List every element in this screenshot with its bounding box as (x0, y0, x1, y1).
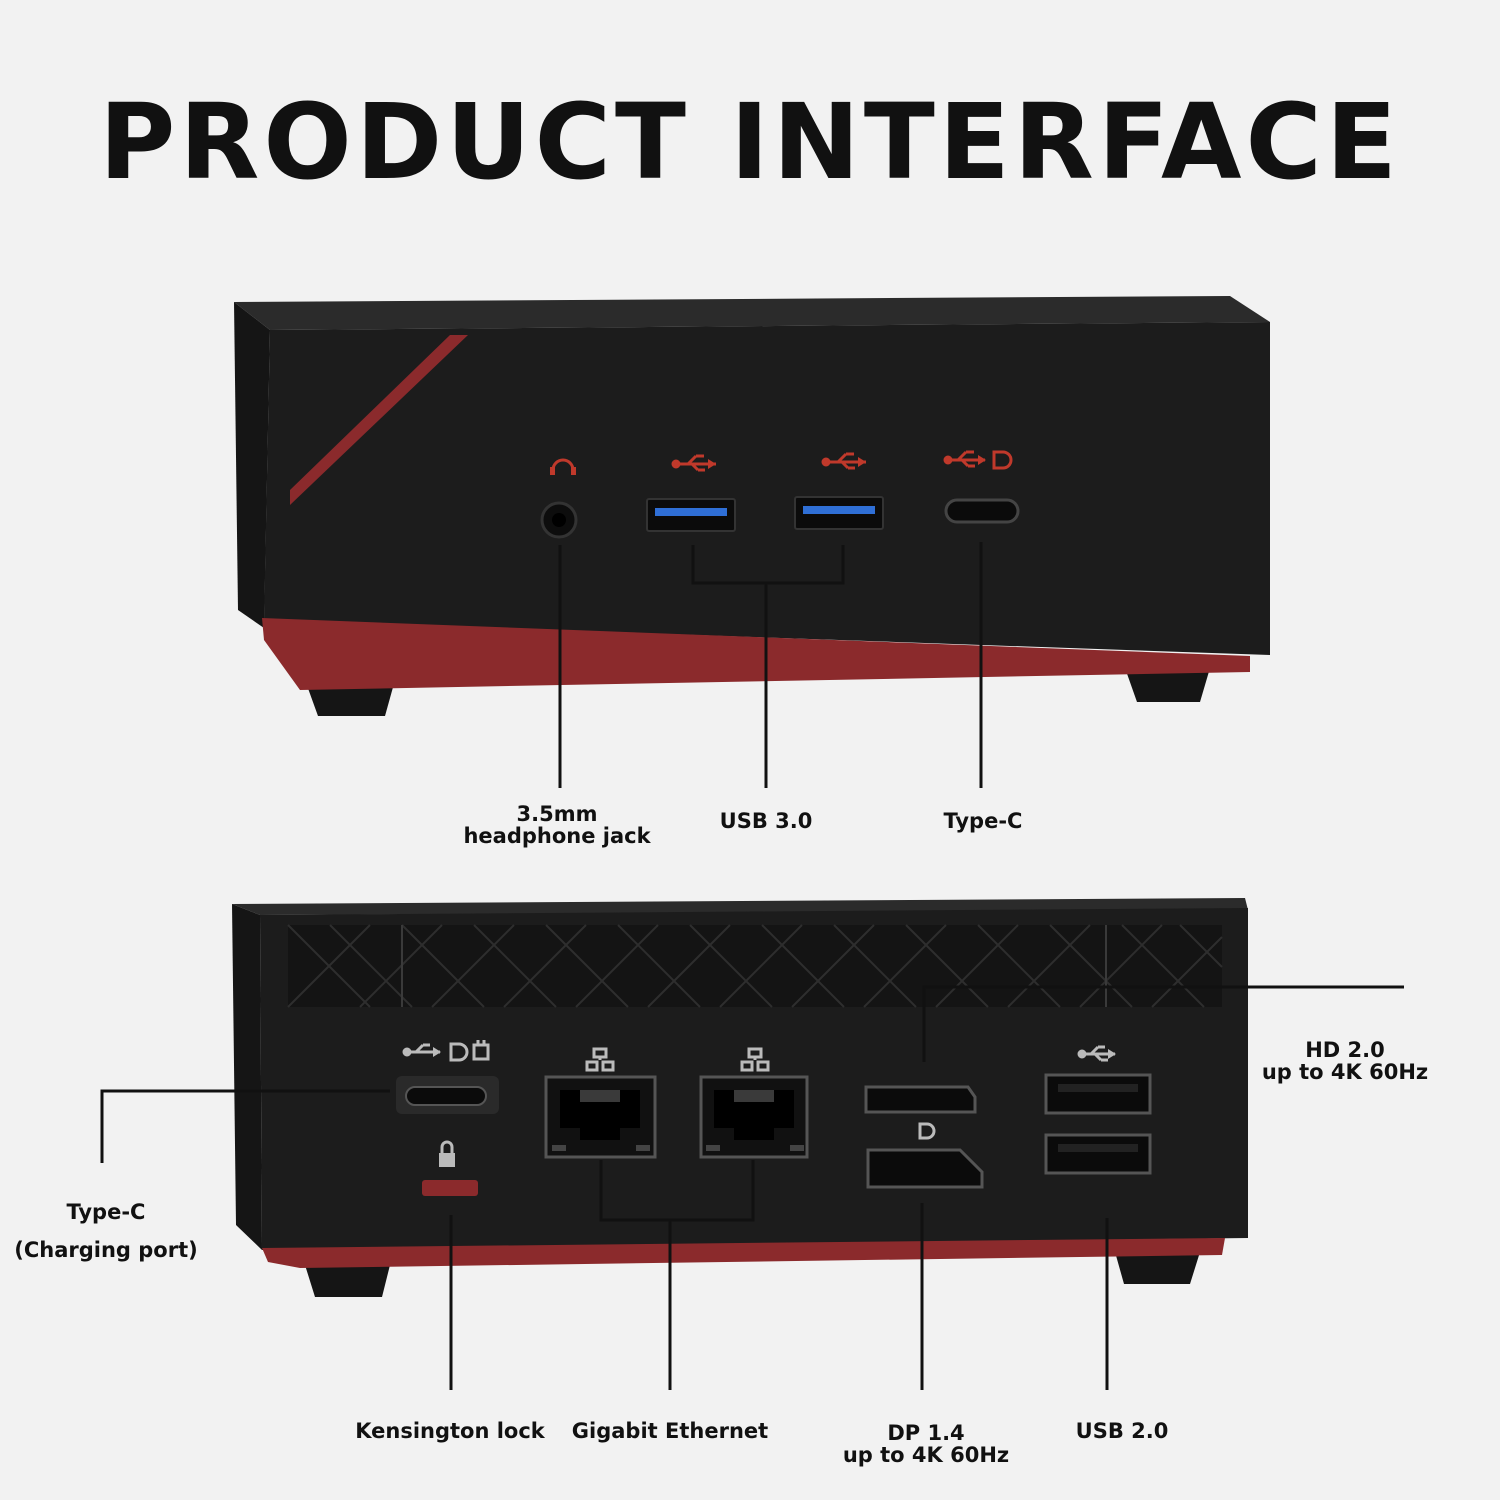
usb-displayport-power-icon (402, 1040, 490, 1062)
label-line: USB 2.0 (1075, 1419, 1169, 1443)
label-ethernet: Gigabit Ethernet (570, 1420, 770, 1442)
hdmi-port (864, 1085, 977, 1114)
usb-displayport-icon (943, 450, 1013, 470)
callout-hdmi (922, 985, 1404, 1062)
front-face (264, 322, 1270, 655)
usb2-port-2 (1044, 1133, 1152, 1175)
front-red-base (262, 618, 1250, 690)
label-line: up to 4K 60Hz (842, 1443, 1010, 1467)
label-usb3: USB 3.0 (686, 810, 846, 832)
callout-lines (100, 542, 1404, 1390)
label-line: Type-C (943, 809, 1023, 833)
label-line: up to 4K 60Hz (1261, 1060, 1429, 1084)
label-line: HD 2.0 (1305, 1038, 1385, 1062)
front-device (234, 296, 1270, 716)
front-foot-right (1125, 668, 1210, 702)
callout-typec-charging (100, 1089, 390, 1163)
displayport-port (866, 1148, 984, 1189)
front-typec-port (944, 498, 1020, 524)
front-red-stripe (290, 335, 468, 505)
label-line: Gigabit Ethernet (571, 1419, 769, 1443)
usb-icon (821, 452, 866, 470)
label-dp: DP 1.4 up to 4K 60Hz (826, 1422, 1026, 1466)
callout-usb3-bracket (691, 545, 845, 585)
ethernet-port-1 (544, 1075, 657, 1159)
label-line: Kensington lock (355, 1419, 545, 1443)
label-line: Type-C (66, 1200, 146, 1224)
label-front-typec: Type-C (903, 810, 1063, 832)
label-line: USB 3.0 (719, 809, 813, 833)
displayport-icon (918, 1122, 936, 1140)
label-hdmi: HD 2.0 up to 4K 60Hz (1245, 1039, 1445, 1083)
page-title: PRODUCT INTERFACE (99, 81, 1401, 203)
rear-red-base (262, 1238, 1225, 1268)
label-line: DP 1.4 (887, 1421, 965, 1445)
usb-icon (671, 454, 716, 472)
label-line: 3.5mm (516, 802, 598, 826)
usb2-port-1 (1044, 1073, 1152, 1115)
kensington-slot (422, 1180, 478, 1196)
usb-icon (1077, 1045, 1116, 1062)
label-typec-charging: Type-C (Charging port) (6, 1193, 206, 1269)
label-usb2: USB 2.0 (1042, 1420, 1202, 1442)
label-line: (Charging port) (14, 1238, 198, 1262)
headphone-icon (551, 458, 575, 471)
label-kensington: Kensington lock (350, 1420, 550, 1442)
label-line: headphone jack (463, 824, 651, 848)
label-headphone-jack: 3.5mm headphone jack (457, 803, 657, 847)
lock-icon (439, 1140, 455, 1167)
ethernet-port-2 (699, 1075, 809, 1159)
rear-device (232, 898, 1248, 1297)
network-icon (585, 1047, 615, 1072)
rear-vent (288, 925, 1222, 1007)
callout-ethernet-bracket (599, 1160, 755, 1222)
network-icon (740, 1047, 770, 1072)
